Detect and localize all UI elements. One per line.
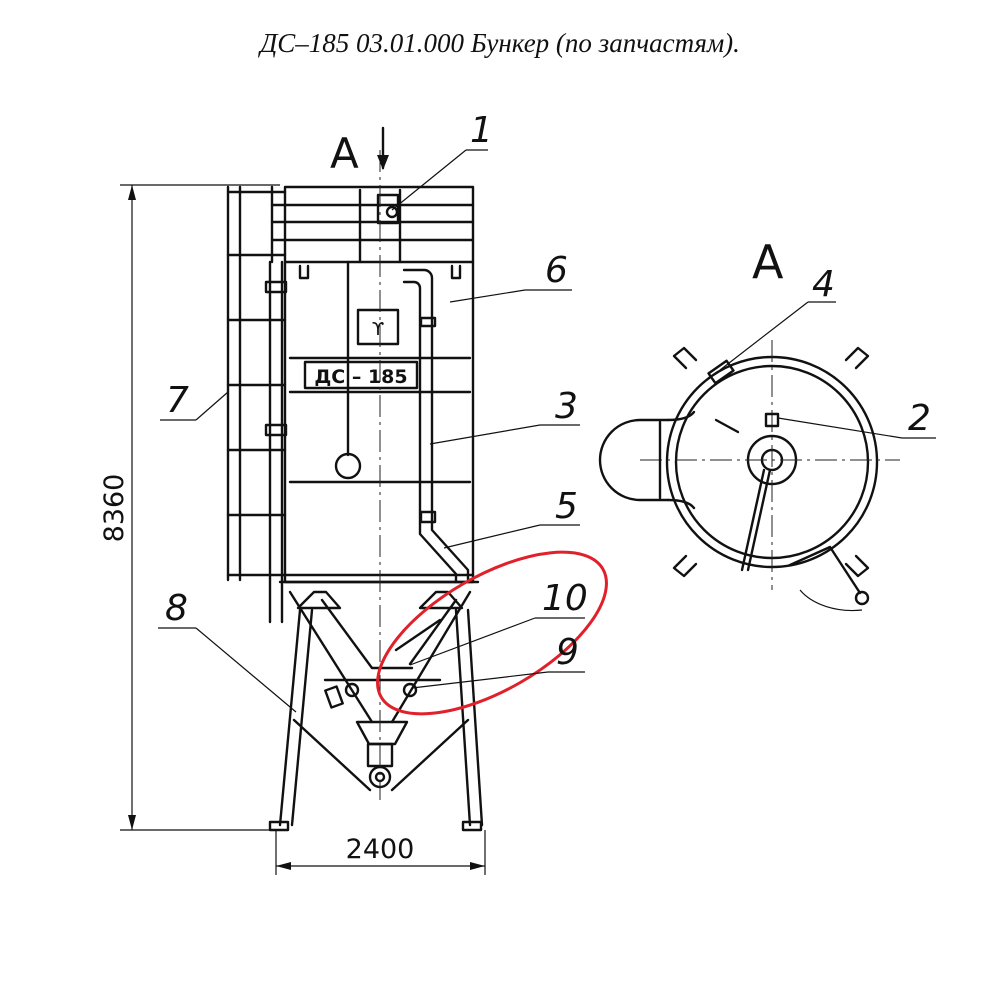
svg-text:ϒ: ϒ	[372, 319, 385, 340]
model-plate	[303, 360, 419, 390]
callout-10: 10	[409, 578, 588, 666]
svg-text:7: 7	[166, 380, 189, 421]
height-dimension-text: 8360	[99, 474, 130, 543]
svg-text:4: 4	[812, 264, 835, 305]
svg-text:3: 3	[555, 386, 578, 427]
hopper-elevation: ϒ ДС – 185	[226, 150, 484, 832]
svg-text:6: 6	[545, 250, 568, 291]
view-mark-letter: A	[330, 129, 359, 178]
view-title: A	[752, 235, 784, 289]
svg-text:9: 9	[556, 632, 579, 673]
height-dimension: 8360	[99, 184, 280, 831]
width-dimension-text: 2400	[346, 834, 415, 865]
callout-1: 1	[391, 110, 493, 211]
callout-5: 5	[443, 486, 580, 549]
svg-text:10: 10	[542, 578, 588, 619]
callout-6: 6	[449, 250, 572, 303]
view-direction-mark: A	[330, 126, 389, 178]
svg-text:5: 5	[555, 486, 578, 527]
callout-3: 3	[429, 386, 580, 445]
model-plate-text: ДС – 185	[314, 366, 407, 388]
callout-7: 7	[160, 380, 229, 421]
callout-8: 8	[158, 588, 297, 713]
callout-2: 2	[777, 398, 936, 439]
svg-text:8: 8	[165, 588, 188, 629]
width-dimension: 2400	[275, 830, 486, 875]
top-view-a: A	[598, 235, 900, 612]
drawing-title: ДС–185 03.01.000 Бункер (по запчастям).	[260, 28, 740, 58]
callout-9: 9	[411, 632, 585, 689]
logo-panel	[356, 308, 400, 346]
highlight-ellipse	[376, 550, 608, 716]
svg-text:1: 1	[470, 110, 493, 151]
callouts: 1 6 3 5 10 9 7	[158, 110, 936, 713]
svg-text:2: 2	[908, 398, 931, 439]
callout-4: 4	[719, 264, 836, 371]
